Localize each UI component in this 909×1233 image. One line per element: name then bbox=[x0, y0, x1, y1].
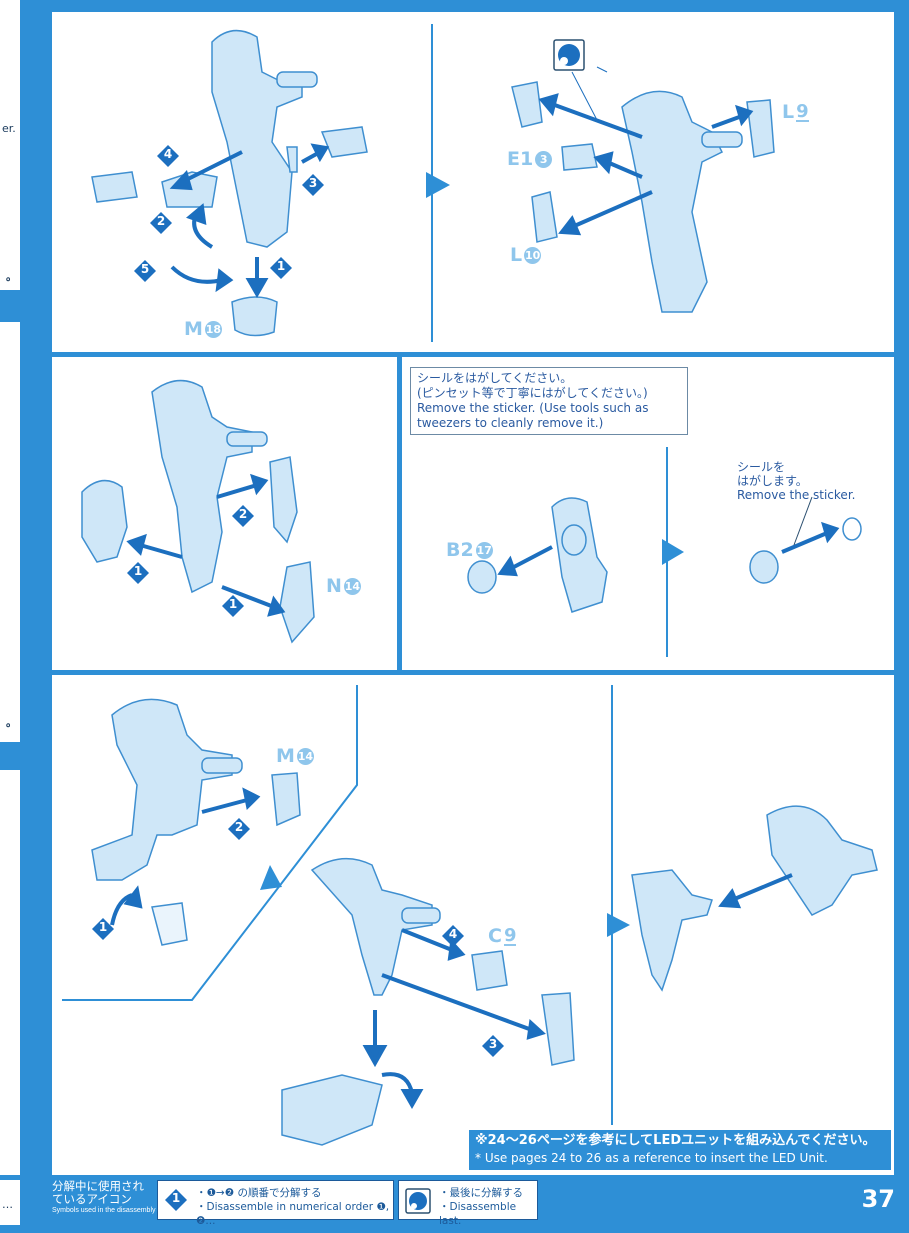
legend-disassemble-last: ・最後に分解する ・Disassemble last. bbox=[398, 1180, 538, 1227]
previous-page-strip: er. 。 bbox=[0, 0, 20, 290]
led-unit-note: ※24～26ページを参考にしてLEDユニットを組み込んでください。 * Use … bbox=[469, 1130, 891, 1170]
legend-numbered-order: 1 ・❶→❷ の順番で分解する ・Disassemble in numerica… bbox=[157, 1180, 394, 1227]
step-1-badge: 1 bbox=[127, 562, 149, 584]
previous-page-strip: 。 bbox=[0, 322, 20, 742]
disassemble-last-icon bbox=[405, 1188, 431, 1214]
previous-page-fragment: er. bbox=[2, 122, 16, 135]
step-2-badge: 2 bbox=[232, 505, 254, 527]
numbered-step-icon: 1 bbox=[165, 1189, 187, 1211]
step-1-badge: 1 bbox=[92, 918, 114, 940]
panel3-illustration bbox=[467, 447, 862, 657]
step-1-badge: 1 bbox=[222, 595, 244, 617]
led-note-en: * Use pages 24 to 26 as a reference to i… bbox=[475, 1151, 828, 1165]
step-5-badge: 5 bbox=[134, 260, 156, 282]
legend-last-text: ・最後に分解する ・Disassemble last. bbox=[439, 1187, 523, 1227]
step-3-badge: 3 bbox=[302, 174, 324, 196]
step-2-badge: 2 bbox=[228, 818, 250, 840]
step-panel-remove-sticker: シールをはがしてください。 (ピンセット等で丁寧にはがしてください。) Remo… bbox=[402, 357, 894, 670]
legend-numbered-text: ・❶→❷ の順番で分解する ・Disassemble in numerical … bbox=[196, 1187, 390, 1227]
step-3-badge: 3 bbox=[482, 1035, 504, 1057]
previous-page-fragment: 。 bbox=[6, 270, 17, 283]
previous-page-fragment: … bbox=[2, 1198, 13, 1211]
note-en: Remove the sticker. (Use tools such as t… bbox=[417, 401, 649, 430]
panel1-illustration bbox=[91, 24, 775, 342]
panel2-illustration bbox=[81, 379, 315, 644]
sticker-removal-note: シールをはがしてください。 (ピンセット等で丁寧にはがしてください。) Remo… bbox=[410, 367, 688, 435]
previous-page-strip bbox=[0, 770, 20, 1175]
panel4-illustration bbox=[62, 685, 878, 1146]
previous-page-strip: … bbox=[0, 1180, 20, 1225]
step-1-badge: 1 bbox=[270, 257, 292, 279]
note-jp-line2: (ピンセット等で丁寧にはがしてください。) bbox=[417, 386, 648, 400]
sticker-side-note: シールを はがします。 Remove the sticker. bbox=[737, 460, 856, 502]
led-note-jp: ※24～26ページを参考にしてLEDユニットを組み込んでください。 bbox=[475, 1133, 876, 1148]
legend-title: 分解中に使用され ているアイコン Symbols used in the dis… bbox=[52, 1179, 156, 1215]
step-4-badge: 4 bbox=[157, 145, 179, 167]
step-2-badge: 2 bbox=[150, 212, 172, 234]
note-jp-line1: シールをはがしてください。 bbox=[417, 371, 573, 385]
previous-page-fragment: 。 bbox=[6, 716, 17, 729]
page-number: 37 bbox=[861, 1185, 895, 1213]
step-4-badge: 4 bbox=[442, 925, 464, 947]
